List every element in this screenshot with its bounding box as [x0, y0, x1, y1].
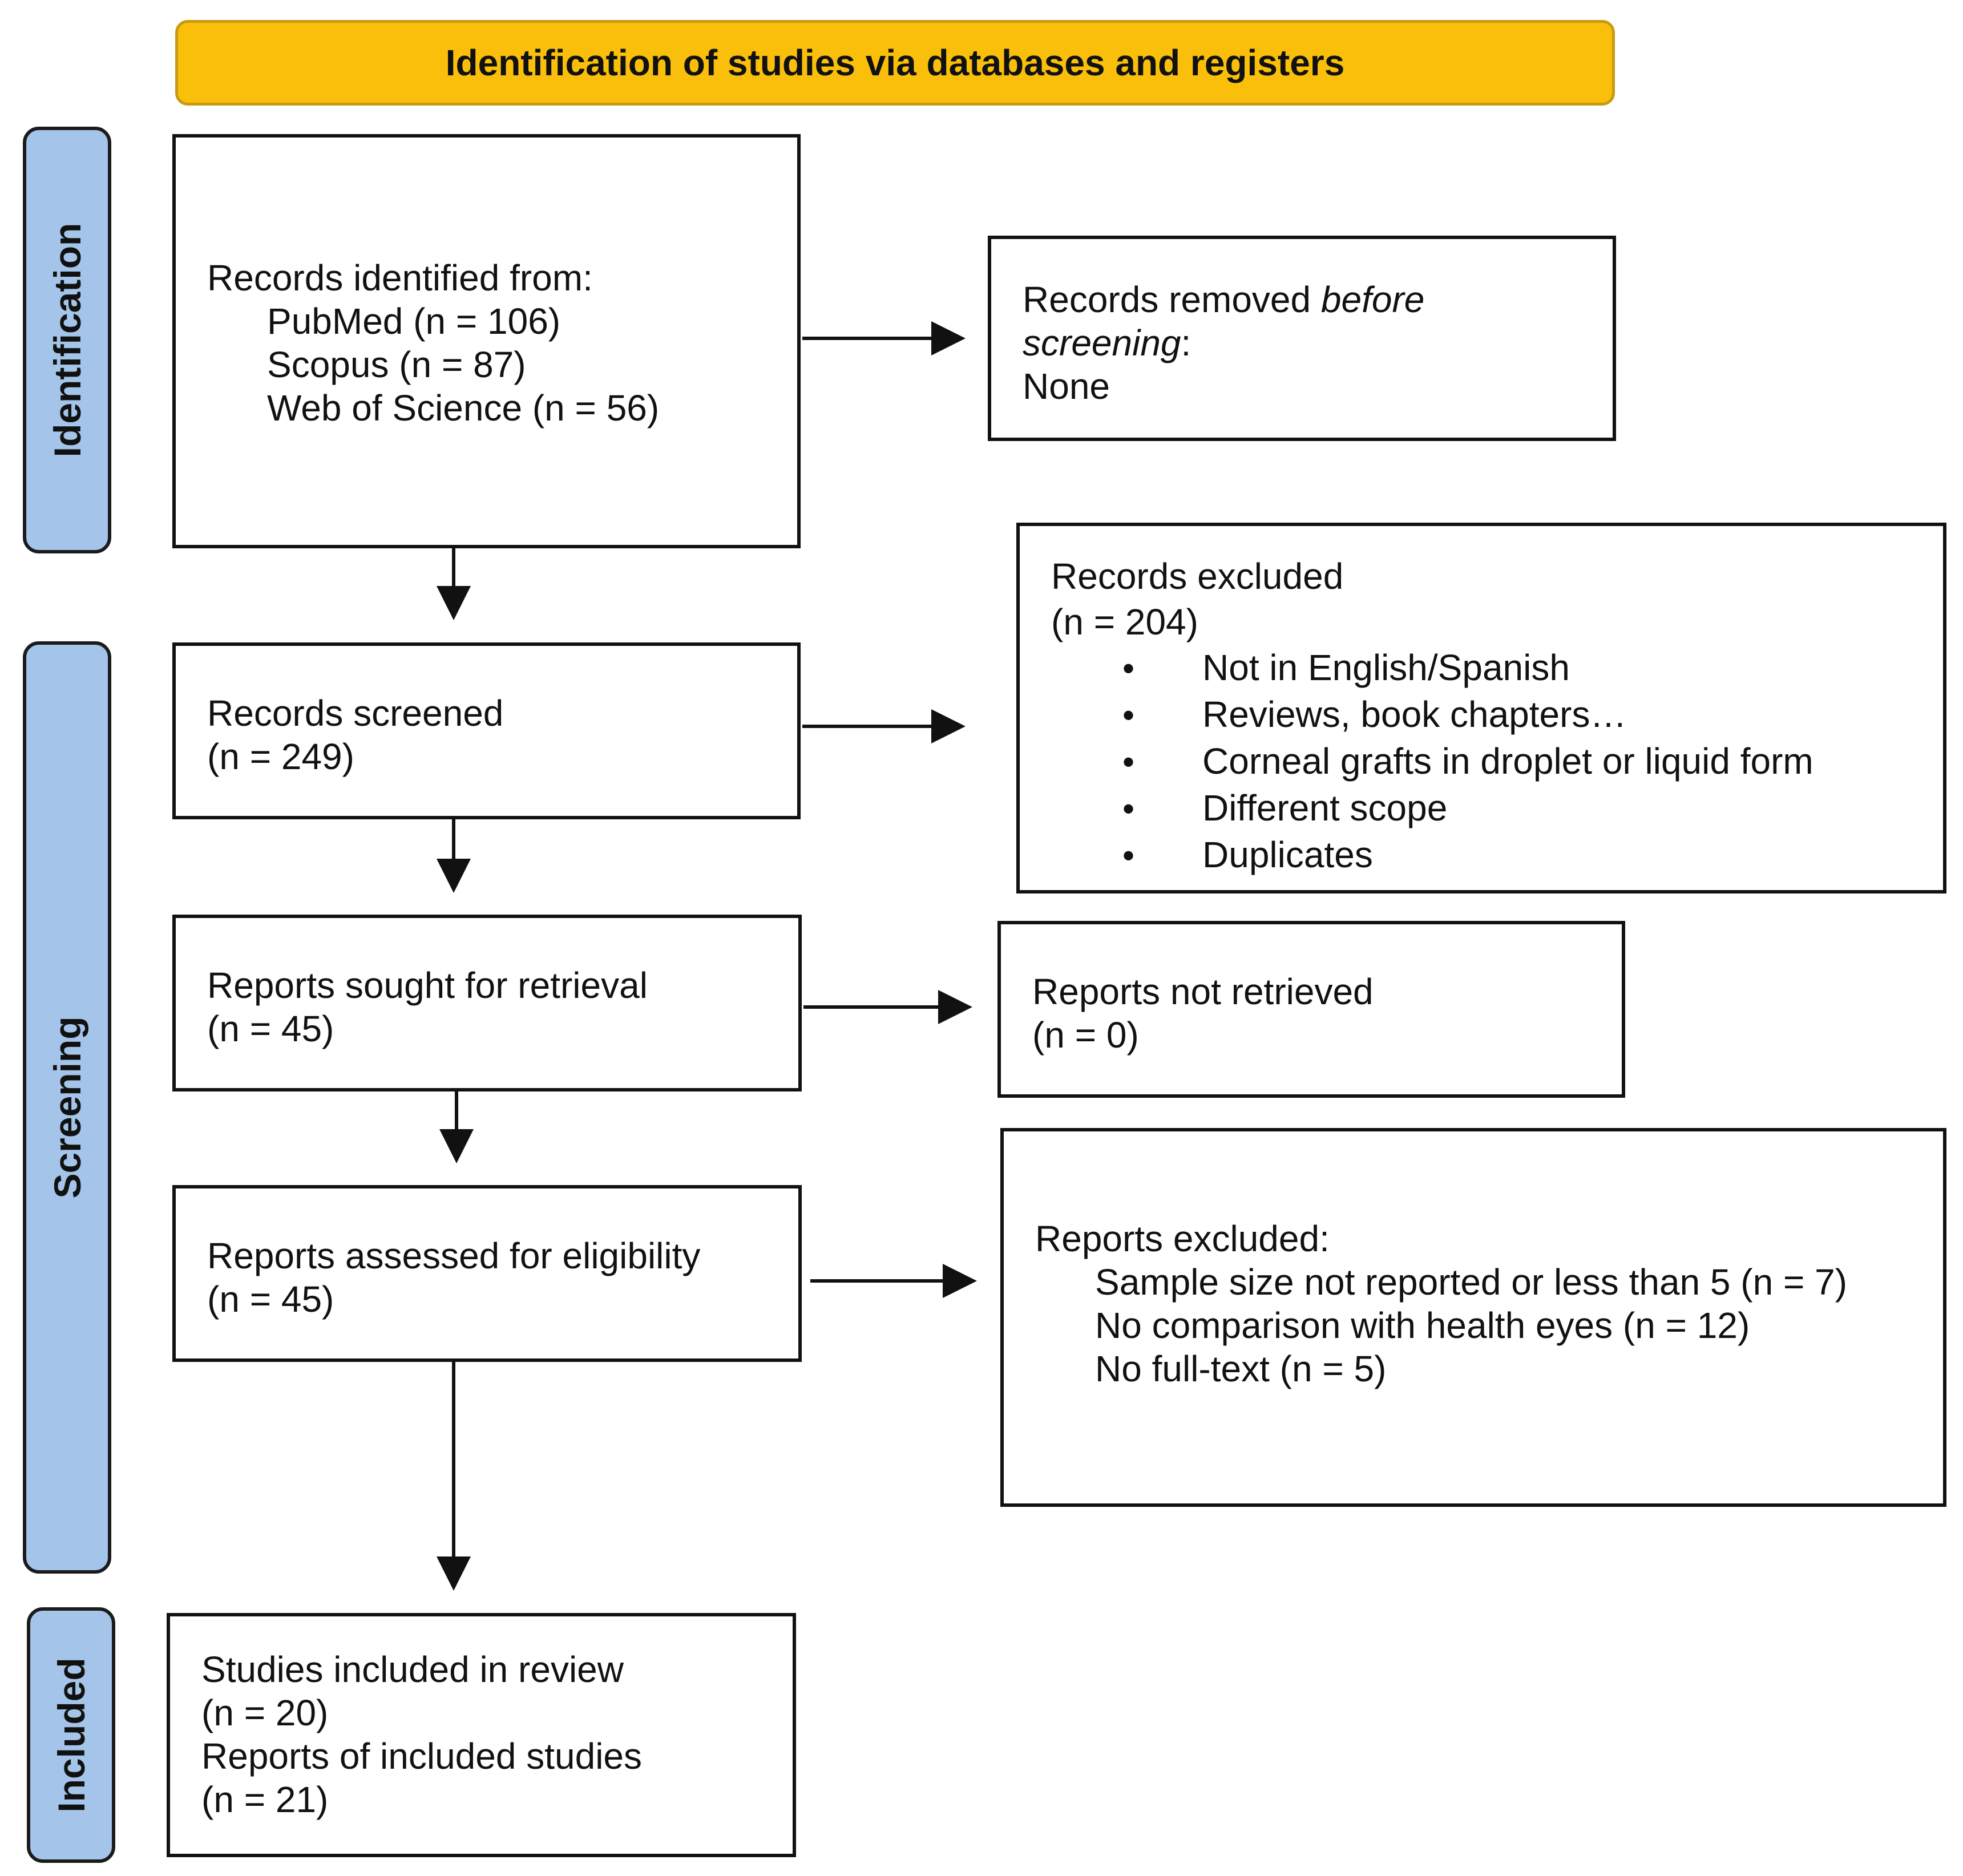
bullet-marker: • [1122, 696, 1135, 734]
records-removed-label-line1: Records removed before [1023, 278, 1613, 321]
reports-not-retrieved-label: Reports not retrieved [1032, 971, 1374, 1012]
records-screened-box: Records screened (n = 249) [172, 642, 801, 819]
records-removed-value: None [1023, 366, 1110, 407]
reports-assessed-label: Reports assessed for eligibility [207, 1235, 701, 1276]
exclusion-reason-text: Different scope [1202, 787, 1448, 828]
reports-excluded-reason: No full-text (n = 5) [1095, 1348, 1387, 1389]
reports-excluded-label: Reports excluded: [1035, 1218, 1330, 1259]
reports-excluded-reason: Sample size not reported or less than 5 … [1095, 1262, 1848, 1303]
records-removed-before: before [1320, 279, 1425, 320]
reports-sought-box: Reports sought for retrieval (n = 45) [172, 915, 802, 1091]
records-screened-count: (n = 249) [207, 736, 354, 777]
studies-included-count: (n = 20) [201, 1692, 329, 1733]
records-excluded-box: Records excluded (n = 204) • Not in Engl… [1016, 523, 1946, 893]
reports-assessed-count: (n = 45) [207, 1279, 334, 1320]
reports-included-count: (n = 21) [201, 1779, 329, 1820]
reports-not-retrieved-count: (n = 0) [1032, 1014, 1139, 1056]
reports-not-retrieved-box: Reports not retrieved (n = 0) [997, 921, 1625, 1098]
records-removed-colon: : [1181, 322, 1191, 363]
stage-included: Included [27, 1607, 115, 1863]
records-identified-heading: Records identified from: [207, 257, 593, 298]
reports-included-label: Reports of included studies [201, 1736, 642, 1777]
header-title: Identification of studies via databases … [445, 42, 1345, 83]
exclusion-reason-text: Not in English/Spanish [1202, 647, 1570, 688]
reports-assessed-box: Reports assessed for eligibility (n = 45… [172, 1185, 802, 1362]
records-removed-box: Records removed before screening: None [988, 236, 1616, 441]
exclusion-reason: • Different scope [1051, 785, 1943, 832]
exclusion-reason: • Not in English/Spanish [1051, 645, 1943, 692]
studies-included-label: Studies included in review [201, 1649, 624, 1690]
exclusion-reason: • Corneal grafts in droplet or liquid fo… [1051, 738, 1943, 785]
source-pubmed: PubMed (n = 106) [267, 301, 561, 342]
source-scopus: Scopus (n = 87) [267, 344, 526, 385]
exclusion-reason-text: Corneal grafts in droplet or liquid form [1202, 741, 1813, 782]
studies-included-box: Studies included in review (n = 20) Repo… [167, 1613, 796, 1857]
source-web-of-science: Web of Science (n = 56) [267, 387, 660, 428]
records-screened-label: Records screened [207, 693, 504, 734]
records-removed-label-line2: screening: [1023, 321, 1613, 365]
exclusion-reason: • Duplicates [1051, 832, 1943, 879]
records-removed-text: Records removed [1023, 279, 1321, 320]
reports-sought-label: Reports sought for retrieval [207, 965, 648, 1006]
reports-sought-count: (n = 45) [207, 1008, 334, 1049]
bullet-marker: • [1122, 743, 1135, 781]
exclusion-reason-text: Duplicates [1202, 834, 1373, 875]
exclusion-reason: • Reviews, book chapters… [1051, 692, 1943, 738]
records-identified-box: Records identified from: PubMed (n = 106… [172, 134, 801, 548]
stage-screening: Screening [23, 641, 111, 1574]
records-excluded-label: Records excluded [1051, 556, 1344, 597]
bullet-marker: • [1122, 649, 1135, 688]
records-removed-screening: screening [1023, 322, 1181, 363]
bullet-marker: • [1122, 836, 1135, 875]
exclusion-reason-text: Reviews, book chapters… [1202, 694, 1627, 735]
reports-excluded-reason: No comparison with health eyes (n = 12) [1095, 1305, 1750, 1346]
records-excluded-count: (n = 204) [1051, 601, 1198, 642]
bullet-marker: • [1122, 790, 1135, 828]
header-banner: Identification of studies via databases … [175, 20, 1615, 106]
stage-identification: Identification [23, 127, 111, 553]
reports-excluded-box: Reports excluded: Sample size not report… [1000, 1128, 1946, 1507]
